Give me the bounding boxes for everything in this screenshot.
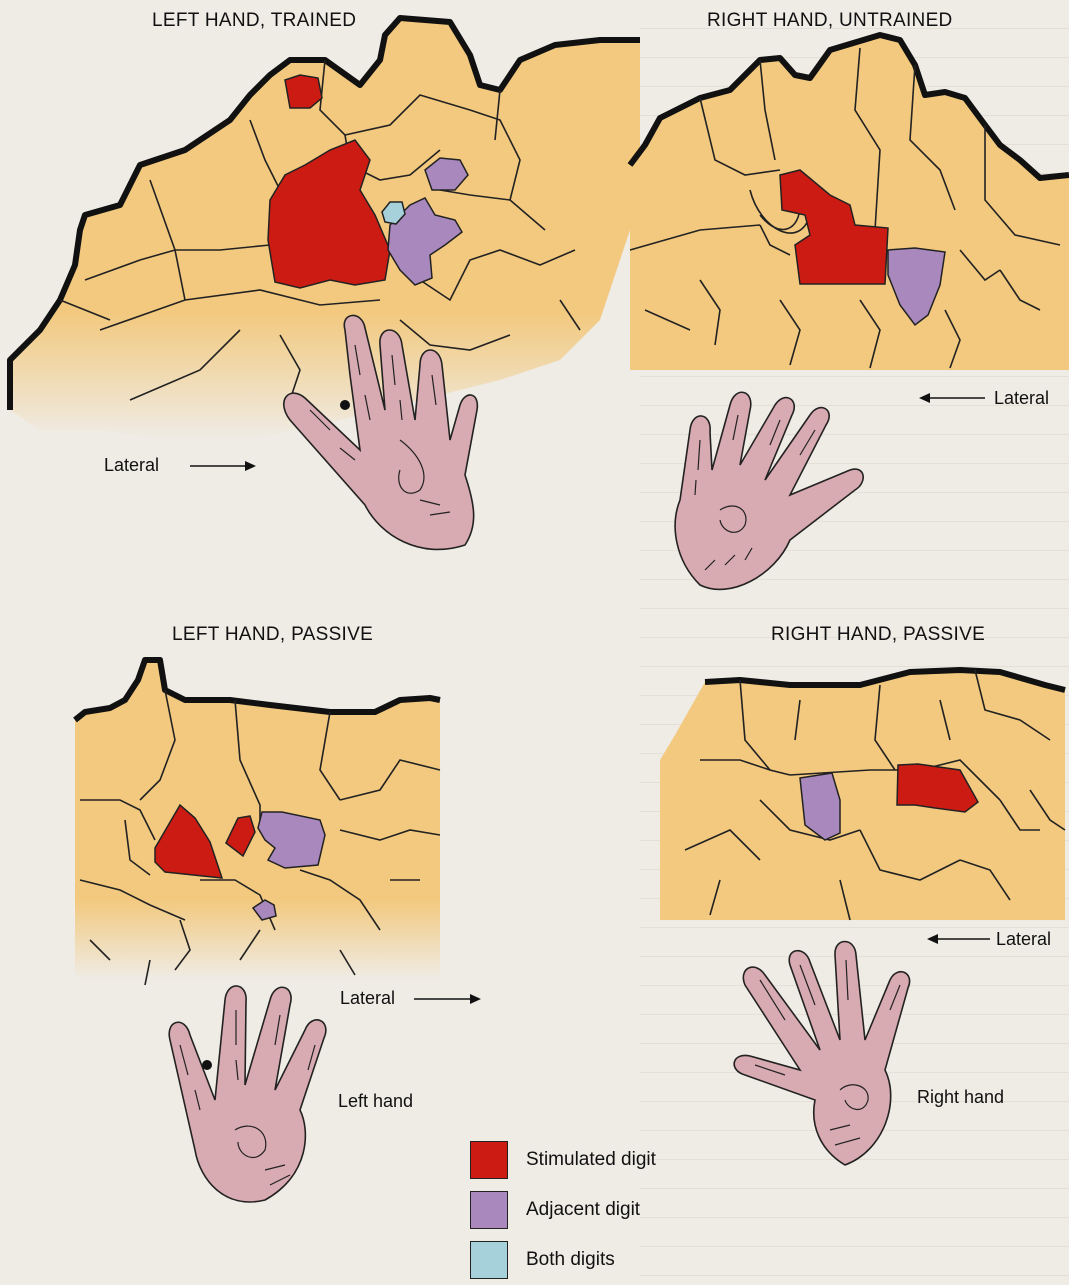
- panel-title-right-untrained: RIGHT HAND, UNTRAINED: [707, 10, 953, 32]
- stimulated-region: [285, 75, 322, 108]
- cortex-map-left-trained: [10, 18, 640, 440]
- legend: Stimulated digit Adjacent digit Both dig…: [470, 1135, 656, 1285]
- cortex-map-right-untrained: [630, 35, 1069, 370]
- legend-label-stimulated: Stimulated digit: [526, 1149, 656, 1171]
- cortex-map-left-passive: [75, 660, 440, 985]
- lateral-arrow: [919, 393, 985, 403]
- hand-illustration-right-passive: [734, 942, 909, 1166]
- panel-title-left-passive: LEFT HAND, PASSIVE: [172, 624, 373, 646]
- hand-illustration-left-passive: [169, 986, 326, 1202]
- adjacent-region: [258, 812, 325, 868]
- panel-title-right-passive: RIGHT HAND, PASSIVE: [771, 624, 985, 646]
- legend-item-both: Both digits: [470, 1235, 656, 1285]
- hand-illustration-right-untrained: [675, 392, 863, 589]
- legend-swatch-adjacent: [470, 1191, 508, 1229]
- lateral-label: Lateral: [996, 929, 1051, 950]
- legend-swatch-stimulated: [470, 1141, 508, 1179]
- lateral-arrow: [927, 934, 990, 944]
- legend-label-adjacent: Adjacent digit: [526, 1199, 640, 1221]
- lateral-arrow: [414, 994, 481, 1004]
- legend-item-stimulated: Stimulated digit: [470, 1135, 656, 1185]
- legend-item-adjacent: Adjacent digit: [470, 1185, 656, 1235]
- lateral-label: Lateral: [104, 455, 159, 476]
- stimulation-dot: [202, 1060, 212, 1070]
- legend-label-both: Both digits: [526, 1249, 615, 1271]
- lateral-label: Lateral: [340, 988, 395, 1009]
- legend-swatch-both: [470, 1241, 508, 1279]
- left-hand-label: Left hand: [338, 1091, 413, 1112]
- cortex-map-right-passive: [660, 670, 1065, 920]
- panel-title-left-trained: LEFT HAND, TRAINED: [152, 10, 356, 32]
- stimulation-dot: [340, 400, 350, 410]
- right-hand-label: Right hand: [917, 1087, 1004, 1108]
- lateral-label: Lateral: [994, 388, 1049, 409]
- lateral-arrow: [190, 461, 256, 471]
